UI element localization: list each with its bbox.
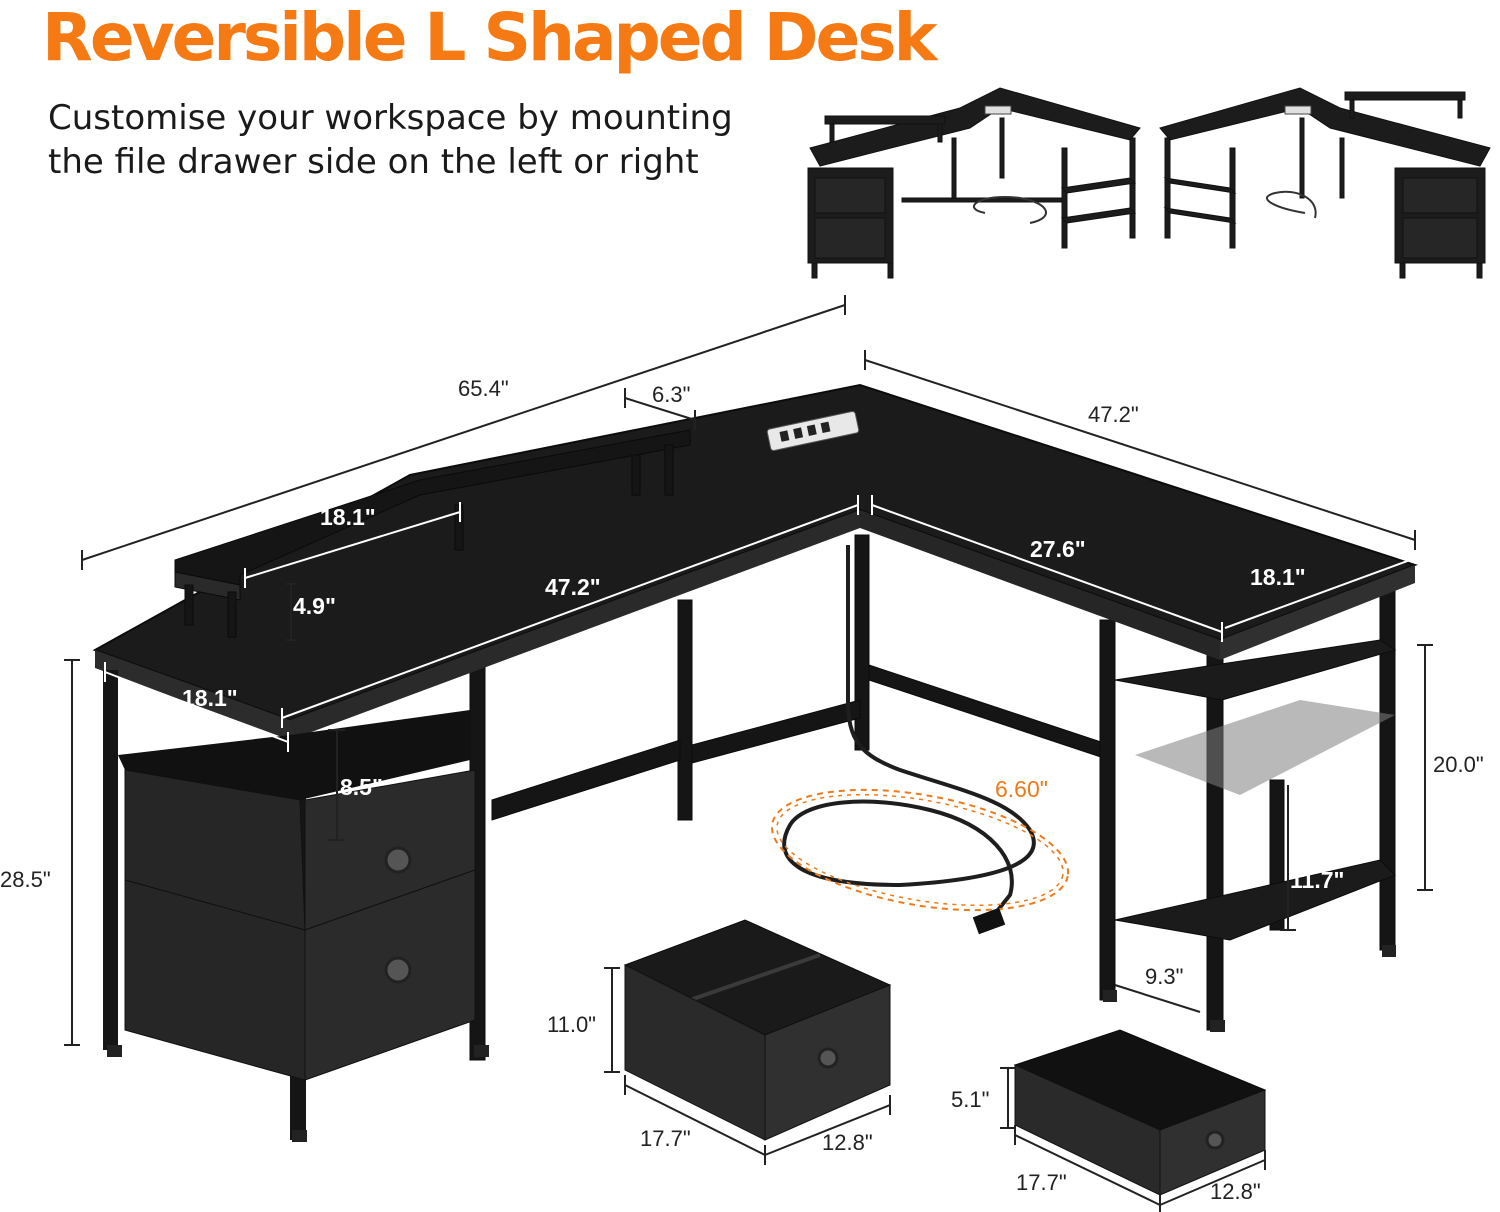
dim-lower-shelf: 11.7" — [1290, 867, 1344, 893]
thumbnail-left-config — [807, 87, 1141, 279]
dim-cord-length: 6.60" — [995, 776, 1048, 802]
thumbnail-right-config — [1159, 87, 1491, 279]
desk-frame — [469, 534, 1396, 1061]
power-strip — [766, 410, 860, 452]
dim-total-length: 65.4" — [458, 376, 509, 401]
power-cord — [770, 545, 1070, 935]
file-drawer — [623, 919, 892, 1141]
dim-riser-height: 4.9" — [293, 593, 336, 619]
dim-file-drawer-width: 17.7" — [640, 1126, 691, 1151]
dim-riser-length: 18.1" — [320, 504, 376, 530]
file-cabinet — [103, 670, 489, 1142]
dim-side-depth: 18.1" — [1250, 564, 1306, 590]
monitor-riser — [174, 429, 691, 638]
dim-side-inner-length: 27.6" — [1030, 536, 1086, 562]
small-drawer — [1013, 1029, 1267, 1196]
dim-shelf-depth: 9.3" — [1145, 964, 1183, 989]
dim-main-length: 47.2" — [545, 574, 601, 600]
dim-small-drawer-depth: 12.8" — [1210, 1179, 1261, 1204]
subtitle-line-1: Customise your workspace by mounting — [48, 98, 733, 138]
dim-small-drawer-height: 5.1" — [951, 1087, 989, 1112]
subtitle-line-2: the file drawer side on the left or righ… — [48, 142, 699, 182]
dim-desk-height: 28.5" — [0, 867, 51, 892]
dim-main-depth: 18.1" — [182, 685, 238, 711]
dim-file-drawer-height: 11.0" — [547, 1012, 596, 1037]
subtitle: Customise your workspace by mounting the… — [48, 96, 808, 184]
dim-small-drawer-width: 17.7" — [1016, 1170, 1067, 1195]
side-shelves — [1103, 639, 1397, 1032]
desktop-surface — [92, 383, 1418, 740]
dim-shelf-height: 20.0" — [1433, 752, 1484, 777]
dimension-lines — [64, 295, 1433, 1212]
dim-side-length: 47.2" — [1088, 402, 1139, 427]
dim-riser-depth: 6.3" — [652, 382, 690, 407]
dimension-lines-on-desk — [104, 495, 1411, 752]
dim-file-drawer-depth: 12.8" — [822, 1130, 873, 1155]
dim-drawer-opening: 8.5" — [340, 774, 383, 800]
page-title: Reversible L Shaped Desk — [42, 0, 937, 76]
